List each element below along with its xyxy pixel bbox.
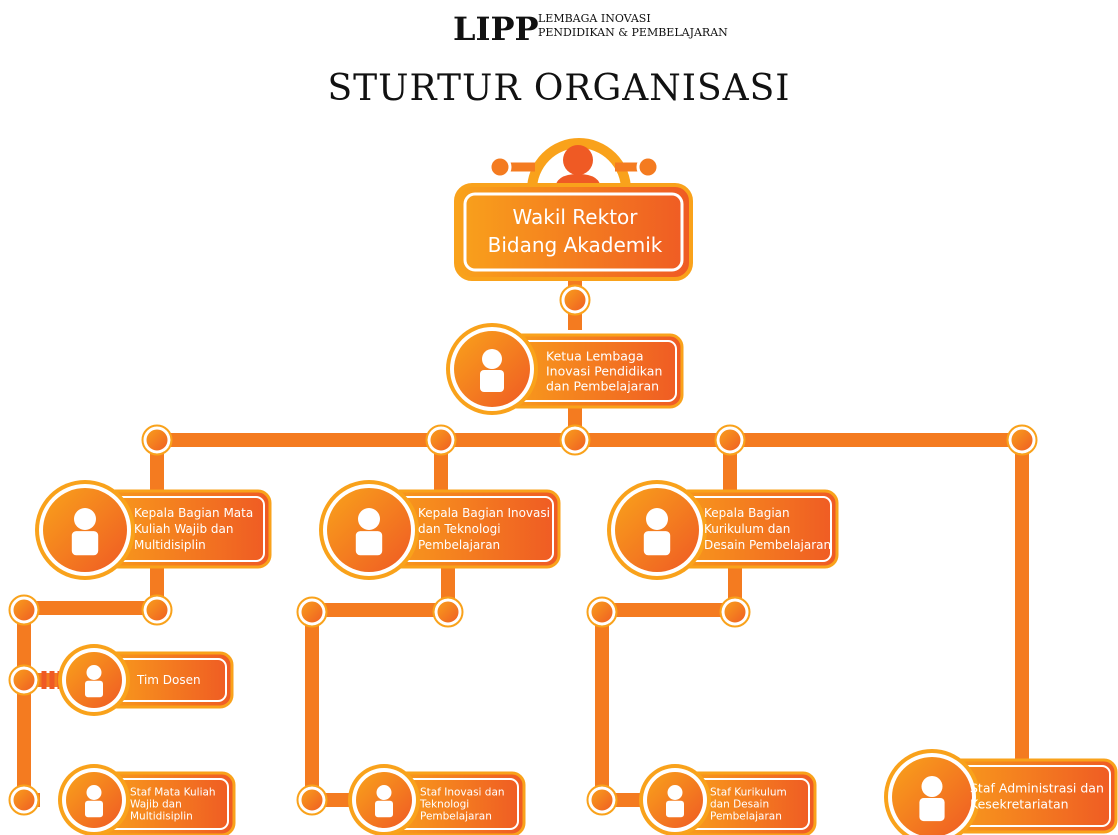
node-label-line: dan Pembelajaran	[546, 378, 659, 393]
node-kabag-inovasi: Kepala Bagian Inovasi dan TeknologiPembel…	[319, 480, 561, 580]
node-label-line: Kuliah Wajib dan	[134, 522, 233, 536]
logo: LIPP LEMBAGA INOVASI PENDIDIKAN & PEMBEL…	[453, 10, 728, 48]
circle-connector-icon	[8, 594, 40, 626]
circle-connector-icon	[296, 784, 328, 816]
node-tim-dosen: Tim Dosen	[58, 644, 234, 716]
logo-line-1: LEMBAGA INOVASI	[538, 12, 651, 25]
node-label-line: Tim Dosen	[136, 673, 201, 687]
person-silhouette-icon	[71, 508, 99, 556]
circle-connector-icon	[1006, 424, 1038, 456]
person-silhouette-icon	[85, 665, 103, 698]
circle-connector-icon	[8, 664, 40, 696]
top-node-decoration	[488, 138, 660, 191]
circle-connector-icon	[8, 784, 40, 816]
node-label-line: Wakil Rektor	[513, 205, 639, 229]
node-label-line: Teknologi	[419, 799, 469, 811]
person-silhouette-icon	[85, 785, 103, 818]
node-label-line: Pembelajaran	[420, 811, 492, 823]
circle-connector-icon	[636, 155, 660, 179]
page-title: STURTUR ORGANISASI	[327, 68, 790, 109]
node-label-line: Staf Kurikulum	[710, 787, 787, 799]
circle-connector-icon	[559, 424, 591, 456]
circle-connector-icon	[586, 596, 618, 628]
connector-bar	[41, 671, 47, 689]
node-label-line: Multidisiplin	[130, 811, 193, 823]
node-label-line: Kepala Bagian Inovasi	[418, 506, 550, 520]
circle-connector-icon	[425, 424, 457, 456]
node-label-line: Staf Mata Kuliah	[130, 787, 216, 799]
node-label-line: Desain Pembelajaran	[704, 538, 831, 552]
circle-connector-icon	[432, 596, 464, 628]
node-wakil-rektor: Wakil Rektor Bidang Akademik	[454, 183, 693, 281]
circle-connector-icon	[559, 284, 591, 316]
circle-connector-icon	[719, 596, 751, 628]
node-label-line: Staf Administrasi dan	[970, 780, 1104, 795]
circle-connector-icon	[586, 784, 618, 816]
node-label-line: Inovasi Pendidikan	[546, 363, 662, 378]
node-label-line: Wajib dan	[130, 799, 182, 811]
person-silhouette-icon	[355, 508, 383, 556]
circle-connector-icon	[296, 596, 328, 628]
person-silhouette-icon	[919, 776, 945, 822]
node-label-line: Multidisiplin	[134, 538, 206, 552]
circle-connector-icon	[141, 594, 173, 626]
node-label-line: dan Teknologi	[418, 522, 501, 536]
connector-bar	[49, 671, 55, 689]
person-silhouette-icon	[375, 785, 393, 818]
circle-connector-icon	[714, 424, 746, 456]
node-label-line: Staf Inovasi dan	[420, 787, 505, 799]
logo-abbr: LIPP	[453, 10, 539, 48]
node-label-line: Ketua Lembaga	[546, 348, 644, 363]
circle-connector-icon	[141, 424, 173, 456]
node-label-line: Kesekretariatan	[970, 796, 1069, 811]
node-label-line: Kurikulum dan	[704, 522, 790, 536]
connector-dots	[8, 284, 1038, 816]
person-silhouette-icon	[643, 508, 671, 556]
node-label-line: Pembelajaran	[418, 538, 500, 552]
node-label-line: Pembelajaran	[710, 811, 782, 823]
node-label-line: Bidang Akademik	[488, 233, 663, 257]
person-silhouette-icon	[666, 785, 684, 818]
node-label-line: dan Desain	[710, 799, 769, 811]
node-label-line: Kepala Bagian Mata	[134, 506, 253, 520]
circle-connector-icon	[488, 155, 512, 179]
logo-line-2: PENDIDIKAN & PEMBELAJARAN	[538, 26, 728, 39]
node-label-line: Kepala Bagian	[704, 506, 790, 520]
person-silhouette-icon	[480, 349, 504, 392]
